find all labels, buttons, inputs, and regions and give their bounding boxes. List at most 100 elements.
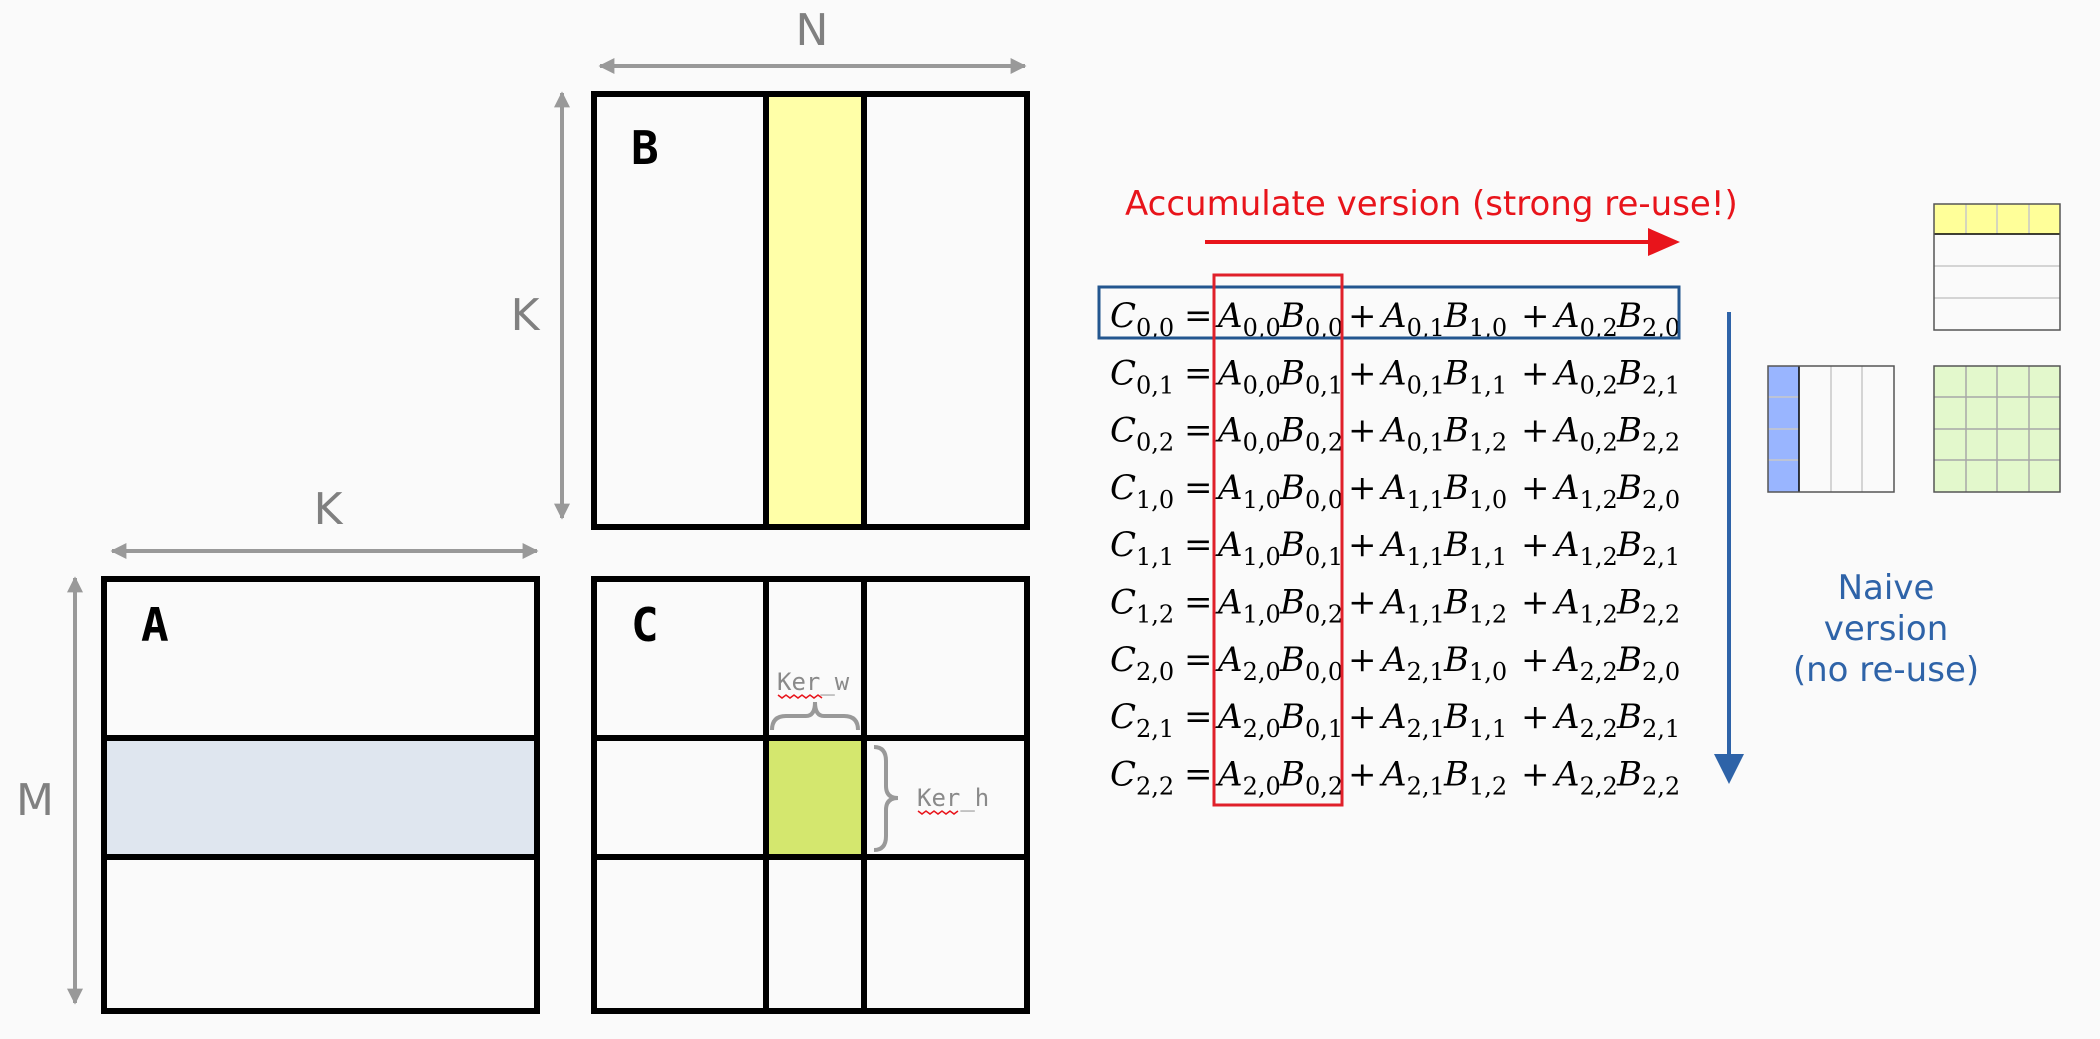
naive-label-line-1: Naive — [1838, 568, 1935, 608]
c-term: C0,2 — [1110, 411, 1174, 457]
naive-label-line-3: (no re-use) — [1793, 650, 1979, 690]
equals-sign: = — [1184, 525, 1213, 565]
plus-sign: + — [1348, 697, 1377, 737]
equals-sign: = — [1184, 640, 1213, 680]
b-factor: B0,0 — [1279, 296, 1343, 342]
b-factor: B2,0 — [1616, 468, 1680, 514]
matrix-a-label: A — [141, 598, 169, 652]
b-factor: B0,1 — [1279, 353, 1343, 399]
first-term-column-highlight — [1212, 273, 1344, 807]
naive-arrow-head — [1714, 754, 1744, 784]
plus-sign: + — [1521, 468, 1550, 508]
a-factor: A0,0 — [1215, 353, 1281, 399]
b-factor: B1,0 — [1443, 640, 1507, 686]
ker-h-label: Ker_h — [917, 784, 989, 812]
a-factor: A2,1 — [1379, 754, 1445, 800]
plus-sign: + — [1521, 583, 1550, 623]
plus-sign: + — [1521, 525, 1550, 565]
plus-sign: + — [1521, 353, 1550, 393]
b-factor: B2,1 — [1616, 353, 1680, 399]
accumulate-arrow-head — [1648, 228, 1680, 256]
b-factor: B1,1 — [1443, 525, 1507, 571]
dim-n-label: N — [796, 5, 829, 56]
a-factor: A0,0 — [1215, 411, 1281, 457]
a-factor: A2,1 — [1379, 640, 1445, 686]
matrix-b-label: B — [631, 121, 659, 175]
b-factor: B2,2 — [1616, 583, 1680, 629]
dim-k-top-label: K — [511, 290, 541, 341]
c-term: C1,1 — [1110, 525, 1174, 571]
ker-w-brace — [770, 701, 860, 731]
b-factor: B0,1 — [1279, 697, 1343, 743]
a-factor: A2,0 — [1215, 697, 1281, 743]
mini-matrix-a — [1767, 365, 1895, 493]
a-factor: A1,0 — [1215, 525, 1281, 571]
accumulate-label: Accumulate version (strong re-use!) — [1125, 184, 1738, 224]
c-term: C1,2 — [1110, 583, 1174, 629]
plus-sign: + — [1348, 525, 1377, 565]
equals-sign: = — [1184, 583, 1213, 623]
a-factor: A2,0 — [1215, 754, 1281, 800]
b-factor: B0,0 — [1279, 640, 1343, 686]
b-factor: B1,2 — [1443, 411, 1507, 457]
plus-sign: + — [1348, 583, 1377, 623]
b-factor: B2,1 — [1616, 525, 1680, 571]
matrix-b: B — [591, 91, 1030, 530]
plus-sign: + — [1348, 296, 1377, 336]
plus-sign: + — [1521, 296, 1550, 336]
plus-sign: + — [1348, 640, 1377, 680]
b-factor: B1,2 — [1443, 754, 1507, 800]
b-factor: B0,1 — [1279, 525, 1343, 571]
equals-sign: = — [1184, 411, 1213, 451]
matrix-c-label: C — [631, 598, 659, 652]
c-term: C0,0 — [1110, 296, 1174, 342]
a-factor: A0,2 — [1552, 296, 1618, 342]
b-factor: B1,0 — [1443, 296, 1507, 342]
b-factor: B0,2 — [1279, 754, 1343, 800]
a-factor: A2,0 — [1215, 640, 1281, 686]
a-factor: A1,0 — [1215, 583, 1281, 629]
equals-sign: = — [1184, 468, 1213, 508]
a-factor: A0,0 — [1215, 296, 1281, 342]
b-factor: B2,2 — [1616, 754, 1680, 800]
a-factor: A0,1 — [1379, 411, 1445, 457]
c-term: C0,1 — [1110, 353, 1174, 399]
a-factor: A1,2 — [1552, 468, 1618, 514]
equals-sign: = — [1184, 697, 1213, 737]
plus-sign: + — [1348, 411, 1377, 451]
a-factor: A0,2 — [1552, 353, 1618, 399]
a-factor: A1,0 — [1215, 468, 1281, 514]
ker-h-brace — [873, 745, 899, 852]
a-factor: A1,1 — [1379, 525, 1445, 571]
a-factor: A1,1 — [1379, 468, 1445, 514]
plus-sign: + — [1521, 697, 1550, 737]
dim-k-left-label: K — [314, 484, 344, 535]
plus-sign: + — [1521, 754, 1550, 794]
c-term: C1,0 — [1110, 468, 1174, 514]
a-factor: A0,1 — [1379, 353, 1445, 399]
b-factor: B1,1 — [1443, 353, 1507, 399]
b-factor: B2,0 — [1616, 296, 1680, 342]
a-factor: A2,2 — [1552, 697, 1618, 743]
equals-sign: = — [1184, 754, 1213, 794]
b-factor: B0,0 — [1279, 468, 1343, 514]
c-term: C2,0 — [1110, 640, 1174, 686]
b-factor: B1,0 — [1443, 468, 1507, 514]
mini-matrix-b — [1933, 203, 2061, 331]
a-factor: A2,2 — [1552, 754, 1618, 800]
a-factor: A2,2 — [1552, 640, 1618, 686]
matrix-a: A — [101, 576, 540, 1014]
dim-m-label: M — [16, 775, 54, 826]
matrix-c: C — [591, 576, 1030, 1014]
a-factor: A0,1 — [1379, 296, 1445, 342]
c-term: C2,2 — [1110, 754, 1174, 800]
